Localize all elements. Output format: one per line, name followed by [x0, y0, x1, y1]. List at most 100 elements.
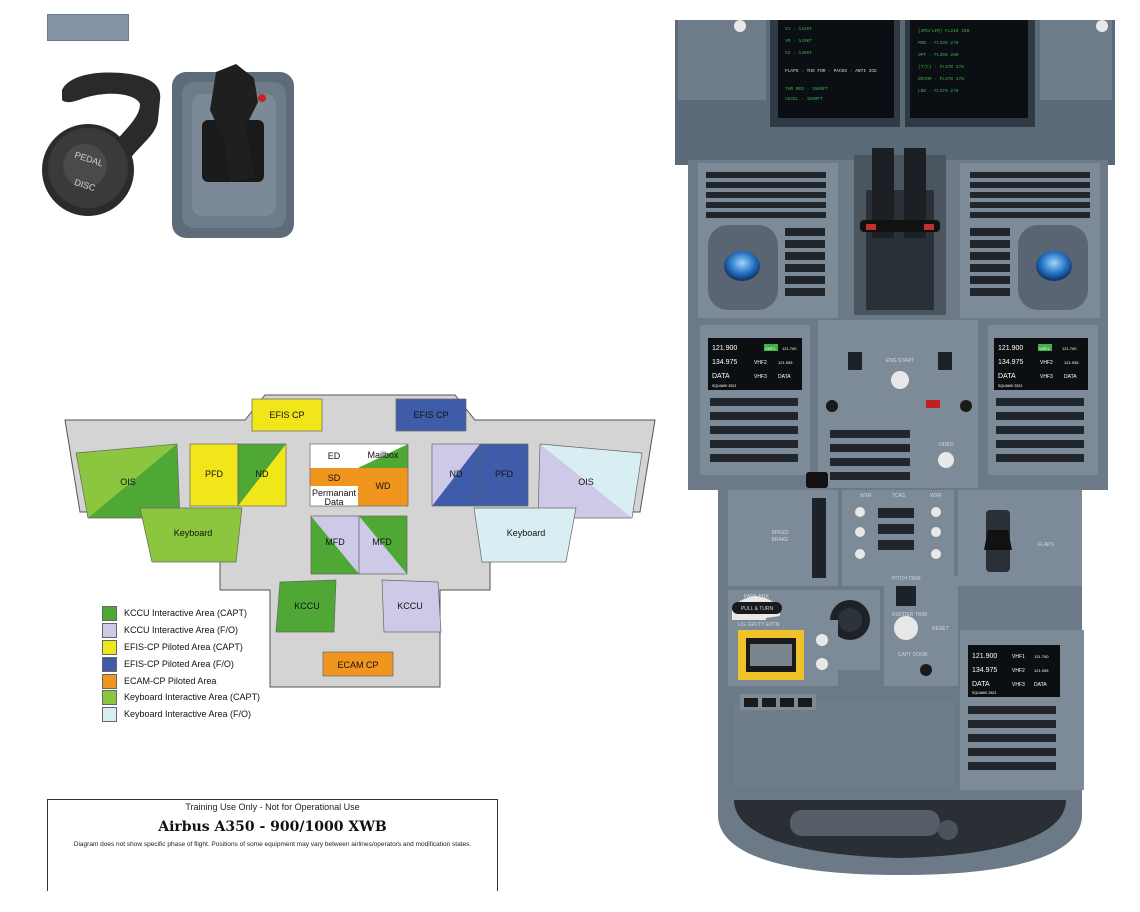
rudder-trim-label: RUDDER TRIM — [892, 612, 927, 618]
legend-item: KCCU Interactive Area (F/O) — [102, 622, 239, 638]
right-mfd-screen — [910, 20, 1028, 118]
fo-keyboard — [960, 163, 1100, 318]
legend-swatch — [102, 689, 117, 705]
permanent-data-label-2: Data — [324, 497, 343, 507]
pedal-disc: PEDAL DISC — [42, 72, 161, 216]
radio-stby-freq: 121.700 — [782, 346, 797, 351]
radio-data-2: DATA — [778, 374, 791, 380]
trim-panel: PITCH TRIM RUDDER TRIM RESET CAPT DOOR — [884, 576, 958, 686]
mfd-left-label: MFD — [325, 537, 345, 547]
lower-tray — [734, 700, 954, 788]
ecam-cp-zone: ECAM CP — [322, 651, 394, 677]
capt-keyboard — [698, 163, 838, 318]
pfd-right-label: PFD — [495, 469, 514, 479]
speed-brake-label-1: SPEED — [772, 530, 789, 536]
kccu-right-label: KCCU — [397, 601, 423, 611]
efis-cp-capt-zone: EFIS CP — [251, 398, 323, 432]
legend-item: Keyboard Interactive Area (F/O) — [102, 706, 251, 722]
svg-text:OPT · FL350 280: OPT · FL350 280 — [918, 52, 959, 58]
flaps-panel: FLAPS — [958, 490, 1082, 586]
permanent-data-label-1: Permanant — [312, 488, 357, 498]
radio-vhf3: VHF3 — [1012, 682, 1025, 688]
radio-vhf3: VHF3 — [1040, 374, 1053, 380]
capt-radio-panel: 121.900 VHF1 121.700 134.975 VHF2 121.93… — [700, 325, 810, 475]
radio-data-2: DATA — [1064, 374, 1077, 380]
radio-stby-freq: 121.700 — [1034, 654, 1049, 659]
tiller-control — [172, 64, 294, 238]
diagram-note: Diagram does not show specific phase of … — [73, 841, 472, 848]
radio-squawk: SQUAWK 2523 — [972, 691, 996, 695]
legend-label: KCCU Interactive Area (CAPT) — [124, 608, 248, 618]
legend-swatch — [102, 639, 117, 655]
pfd-capt-zone: PFD — [189, 443, 239, 507]
legend-label: EFIS-CP Piloted Area (CAPT) — [124, 642, 243, 652]
thrust-levers — [854, 148, 946, 315]
svg-text:MOD · FL330 276: MOD · FL330 276 — [918, 40, 959, 46]
svg-text:FLAPS · THS FOR · PACKS · ANTI: FLAPS · THS FOR · PACKS · ANTI ICE — [785, 68, 877, 74]
speed-brake-label-2: BRAKE — [772, 537, 790, 543]
radio-freq-2b: 121.935 — [1034, 668, 1049, 673]
radio-vhf2: VHF2 — [754, 360, 767, 366]
radio-data: DATA — [972, 681, 990, 688]
sd-label: SD — [328, 473, 341, 483]
kccu-left-label: KCCU — [294, 601, 320, 611]
gravity-extension-panel: L/G GRVTY EXTN — [728, 620, 838, 686]
ecam-cp-label: ECAM CP — [337, 660, 378, 670]
ed-label: ED — [328, 451, 341, 461]
radio-active-freq: 121.900 — [972, 653, 997, 660]
legend-swatch — [102, 622, 117, 638]
ois-fo-zone: OIS — [537, 443, 643, 519]
flaps-label: FLAPS — [1038, 542, 1055, 548]
svg-text:V2 · 145KT: V2 · 145KT — [785, 50, 812, 56]
tiller-and-pedal-disc-illustration: PEDAL DISC — [42, 64, 294, 238]
legend-item: ECAM-CP Piloted Area — [102, 673, 217, 689]
speed-brake-panel: SPEED BRAKE — [728, 472, 838, 586]
eng-start-label: ENG START — [886, 358, 914, 364]
lg-gravity-label: L/G GRVTY EXTN — [738, 622, 780, 628]
wxr-label-left: WXR — [860, 493, 872, 499]
mfd-capt-zone: MFD — [310, 515, 360, 575]
mfd-right-label: MFD — [372, 537, 392, 547]
radio-vhf2: VHF2 — [1012, 668, 1025, 674]
efis-cp-right-label: EFIS CP — [413, 410, 448, 420]
radio-data: DATA — [998, 373, 1016, 380]
radio-squawk: SQUAWK 2523 — [998, 384, 1022, 388]
keyboard-fo-zone: Keyboard — [473, 507, 577, 563]
thumbnail-fragment — [47, 14, 129, 41]
keyboard-left-label: Keyboard — [174, 528, 213, 538]
legend-item: EFIS-CP Piloted Area (CAPT) — [102, 639, 243, 655]
mailbox-label: Mailbox — [367, 450, 399, 460]
legend-swatch — [102, 673, 117, 689]
keyboard-capt-zone: Keyboard — [139, 507, 243, 563]
title-block: Training Use Only - Not for Operational … — [47, 799, 498, 891]
legend-label: EFIS-CP Piloted Area (F/O) — [124, 659, 234, 669]
capt-door-label: CAPT DOOR — [898, 652, 928, 658]
efis-cp-left-label: EFIS CP — [269, 410, 304, 420]
nd-right-label: ND — [450, 469, 463, 479]
radio-freq-2: 134.975 — [998, 359, 1023, 366]
svg-text:VR · 143KT: VR · 143KT — [785, 38, 812, 44]
legend-swatch — [102, 656, 117, 672]
efis-cp-fo-zone: EFIS CP — [395, 398, 467, 432]
pfd-fo-zone: PFD — [479, 443, 529, 507]
legend-item: Keyboard Interactive Area (CAPT) — [102, 689, 261, 705]
legend-label: ECAM-CP Piloted Area — [124, 676, 217, 686]
keyboard-right-label: Keyboard — [507, 528, 546, 538]
ois-left-label: OIS — [120, 477, 136, 487]
svg-text:(T/C) · FL370 275: (T/C) · FL370 275 — [918, 64, 964, 70]
radio-freq-2: 134.975 — [972, 667, 997, 674]
legend-label: KCCU Interactive Area (F/O) — [124, 625, 239, 635]
radio-vhf2: VHF2 — [1040, 360, 1053, 366]
wd-label: WD — [376, 481, 391, 491]
radio-squawk: SQUAWK 2523 — [712, 384, 736, 388]
diagram-title: Airbus A350 - 900/1000 XWB — [158, 819, 387, 835]
interactive-areas-diagram: EFIS CP EFIS CP OIS PFD ND ED Mailbox SD… — [64, 394, 656, 688]
legend-swatch — [102, 605, 117, 621]
mfd-fo-zone: MFD — [358, 515, 408, 575]
handset — [790, 810, 940, 836]
reset-label: RESET — [932, 626, 949, 632]
svg-text:V1 · 141KT: V1 · 141KT — [785, 26, 812, 32]
svg-text:ACCEL · 1500FT: ACCEL · 1500FT — [785, 96, 823, 102]
training-notice: Training Use Only - Not for Operational … — [185, 802, 360, 812]
legend-label: Keyboard Interactive Area (CAPT) — [124, 692, 261, 702]
